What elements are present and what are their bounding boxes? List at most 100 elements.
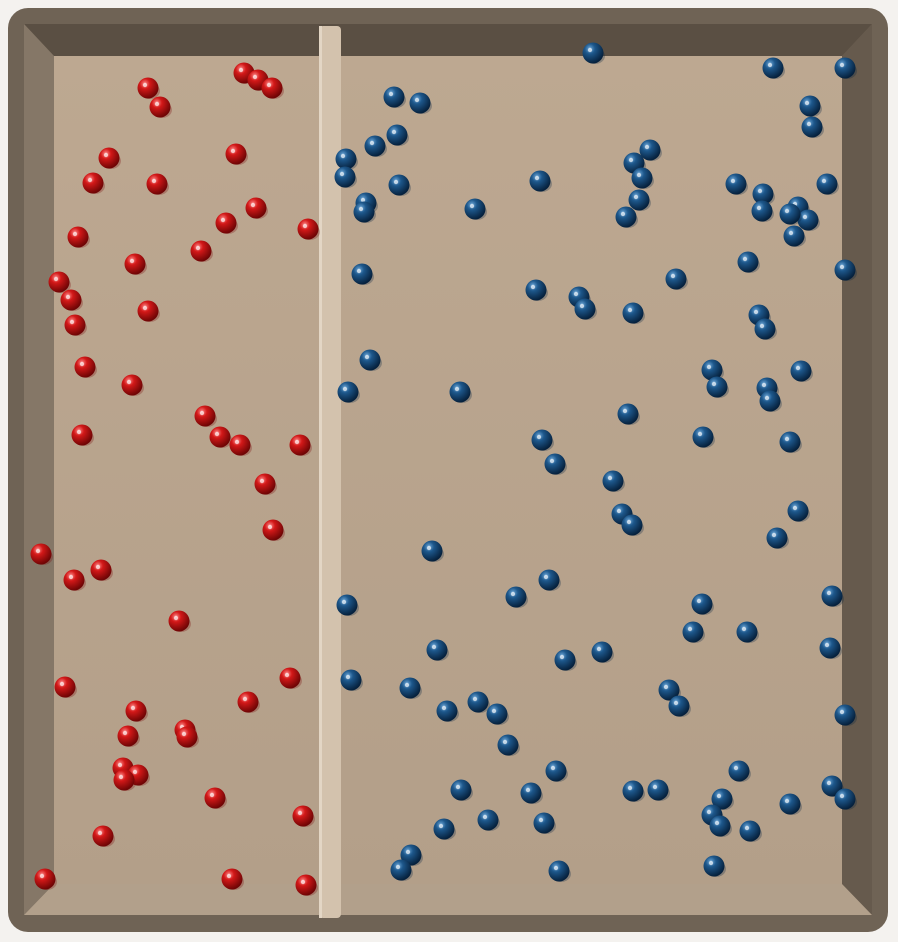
red-particle-highlight <box>250 202 256 208</box>
blue-particle <box>706 376 728 398</box>
blue-particle <box>783 225 805 247</box>
red-particle <box>64 314 86 336</box>
blue-particle-highlight <box>730 178 736 184</box>
red-particle-highlight <box>53 276 59 282</box>
blue-particle <box>353 201 375 223</box>
red-particle <box>82 172 104 194</box>
blue-particle-highlight <box>795 365 801 371</box>
red-particle <box>190 240 212 262</box>
blue-particle <box>622 780 644 802</box>
blue-particle-highlight <box>550 765 556 771</box>
blue-particle-highlight <box>553 865 559 871</box>
blue-particle-highlight <box>839 709 845 715</box>
blue-particle <box>335 148 357 170</box>
blue-particle-highlight <box>534 175 540 181</box>
red-particle <box>137 77 159 99</box>
blue-particle-highlight <box>824 642 830 648</box>
red-particle-highlight <box>226 873 232 879</box>
red-particle-highlight <box>76 429 82 435</box>
red-particle-highlight <box>95 564 101 570</box>
red-particle <box>137 300 159 322</box>
blue-particle-highlight <box>839 793 845 799</box>
red-particle <box>297 218 319 240</box>
box-floor <box>54 56 842 884</box>
blue-particle-highlight <box>627 307 633 313</box>
red-particle <box>60 289 82 311</box>
red-particle <box>63 569 85 591</box>
blue-particle <box>691 593 713 615</box>
red-particle-highlight <box>122 730 128 736</box>
blue-particle-highlight <box>696 598 702 604</box>
red-particle-highlight <box>59 681 65 687</box>
blue-particle <box>544 453 566 475</box>
red-particle-highlight <box>126 379 132 385</box>
red-particle-highlight <box>284 672 290 678</box>
blue-particle <box>762 57 784 79</box>
blue-particle-highlight <box>469 203 475 209</box>
blue-particle <box>759 390 781 412</box>
red-particle-highlight <box>199 410 205 416</box>
red-particle-highlight <box>294 439 300 445</box>
blue-particle-highlight <box>438 823 444 829</box>
blue-particle-highlight <box>788 230 794 236</box>
red-particle-highlight <box>118 774 124 780</box>
red-particle <box>176 726 198 748</box>
blue-particle-highlight <box>364 354 370 360</box>
blue-particle <box>779 431 801 453</box>
bottom-wall <box>24 884 872 915</box>
red-particle <box>168 610 190 632</box>
blue-particle-highlight <box>784 436 790 442</box>
blue-particle <box>426 639 448 661</box>
red-particle <box>67 226 89 248</box>
blue-particle <box>711 788 733 810</box>
blue-particle-highlight <box>627 785 633 791</box>
blue-particle-highlight <box>663 684 669 690</box>
blue-particle <box>658 679 680 701</box>
red-particles <box>30 62 320 896</box>
blue-particle <box>692 426 714 448</box>
red-particle <box>48 271 70 293</box>
blue-particle <box>709 815 731 837</box>
blue-particle-highlight <box>395 864 401 870</box>
blue-particle-highlight <box>369 140 375 146</box>
blue-particle <box>617 403 639 425</box>
blue-particle <box>400 844 422 866</box>
blue-particle <box>752 183 774 205</box>
blue-particle-highlight <box>706 809 712 815</box>
red-particle <box>74 356 96 378</box>
blue-particle <box>821 775 843 797</box>
blue-particle-highlight <box>711 381 717 387</box>
red-particle-highlight <box>259 478 265 484</box>
red-particle-highlight <box>209 792 215 798</box>
red-particle <box>125 700 147 722</box>
red-particle-highlight <box>87 177 93 183</box>
red-particle-highlight <box>39 873 45 879</box>
blue-particle-highlight <box>644 144 650 150</box>
blue-particle <box>520 782 542 804</box>
blue-particle-highlight <box>341 599 347 605</box>
blue-particle <box>529 170 551 192</box>
blue-particle <box>787 500 809 522</box>
blue-particle-highlight <box>620 211 626 217</box>
blue-particle-highlight <box>784 798 790 804</box>
blue-particle-highlight <box>525 787 531 793</box>
blue-particle-highlight <box>708 860 714 866</box>
red-particle-highlight <box>252 74 258 80</box>
blue-particle <box>834 788 856 810</box>
blue-particle <box>340 669 362 691</box>
blue-particle <box>533 812 555 834</box>
blue-particle-highlight <box>764 395 770 401</box>
blue-particle <box>622 302 644 324</box>
red-particle <box>209 426 231 448</box>
blue-particle-highlight <box>455 784 461 790</box>
blue-particle <box>801 116 823 138</box>
blue-particle-highlight <box>759 323 765 329</box>
red-particle-highlight <box>151 178 157 184</box>
red-particle <box>229 434 251 456</box>
red-particle-highlight <box>302 223 308 229</box>
blue-particle <box>821 585 843 607</box>
blue-particle <box>728 760 750 782</box>
blue-particle <box>751 200 773 222</box>
blue-particle-highlight <box>706 364 712 370</box>
blue-particle <box>799 95 821 117</box>
